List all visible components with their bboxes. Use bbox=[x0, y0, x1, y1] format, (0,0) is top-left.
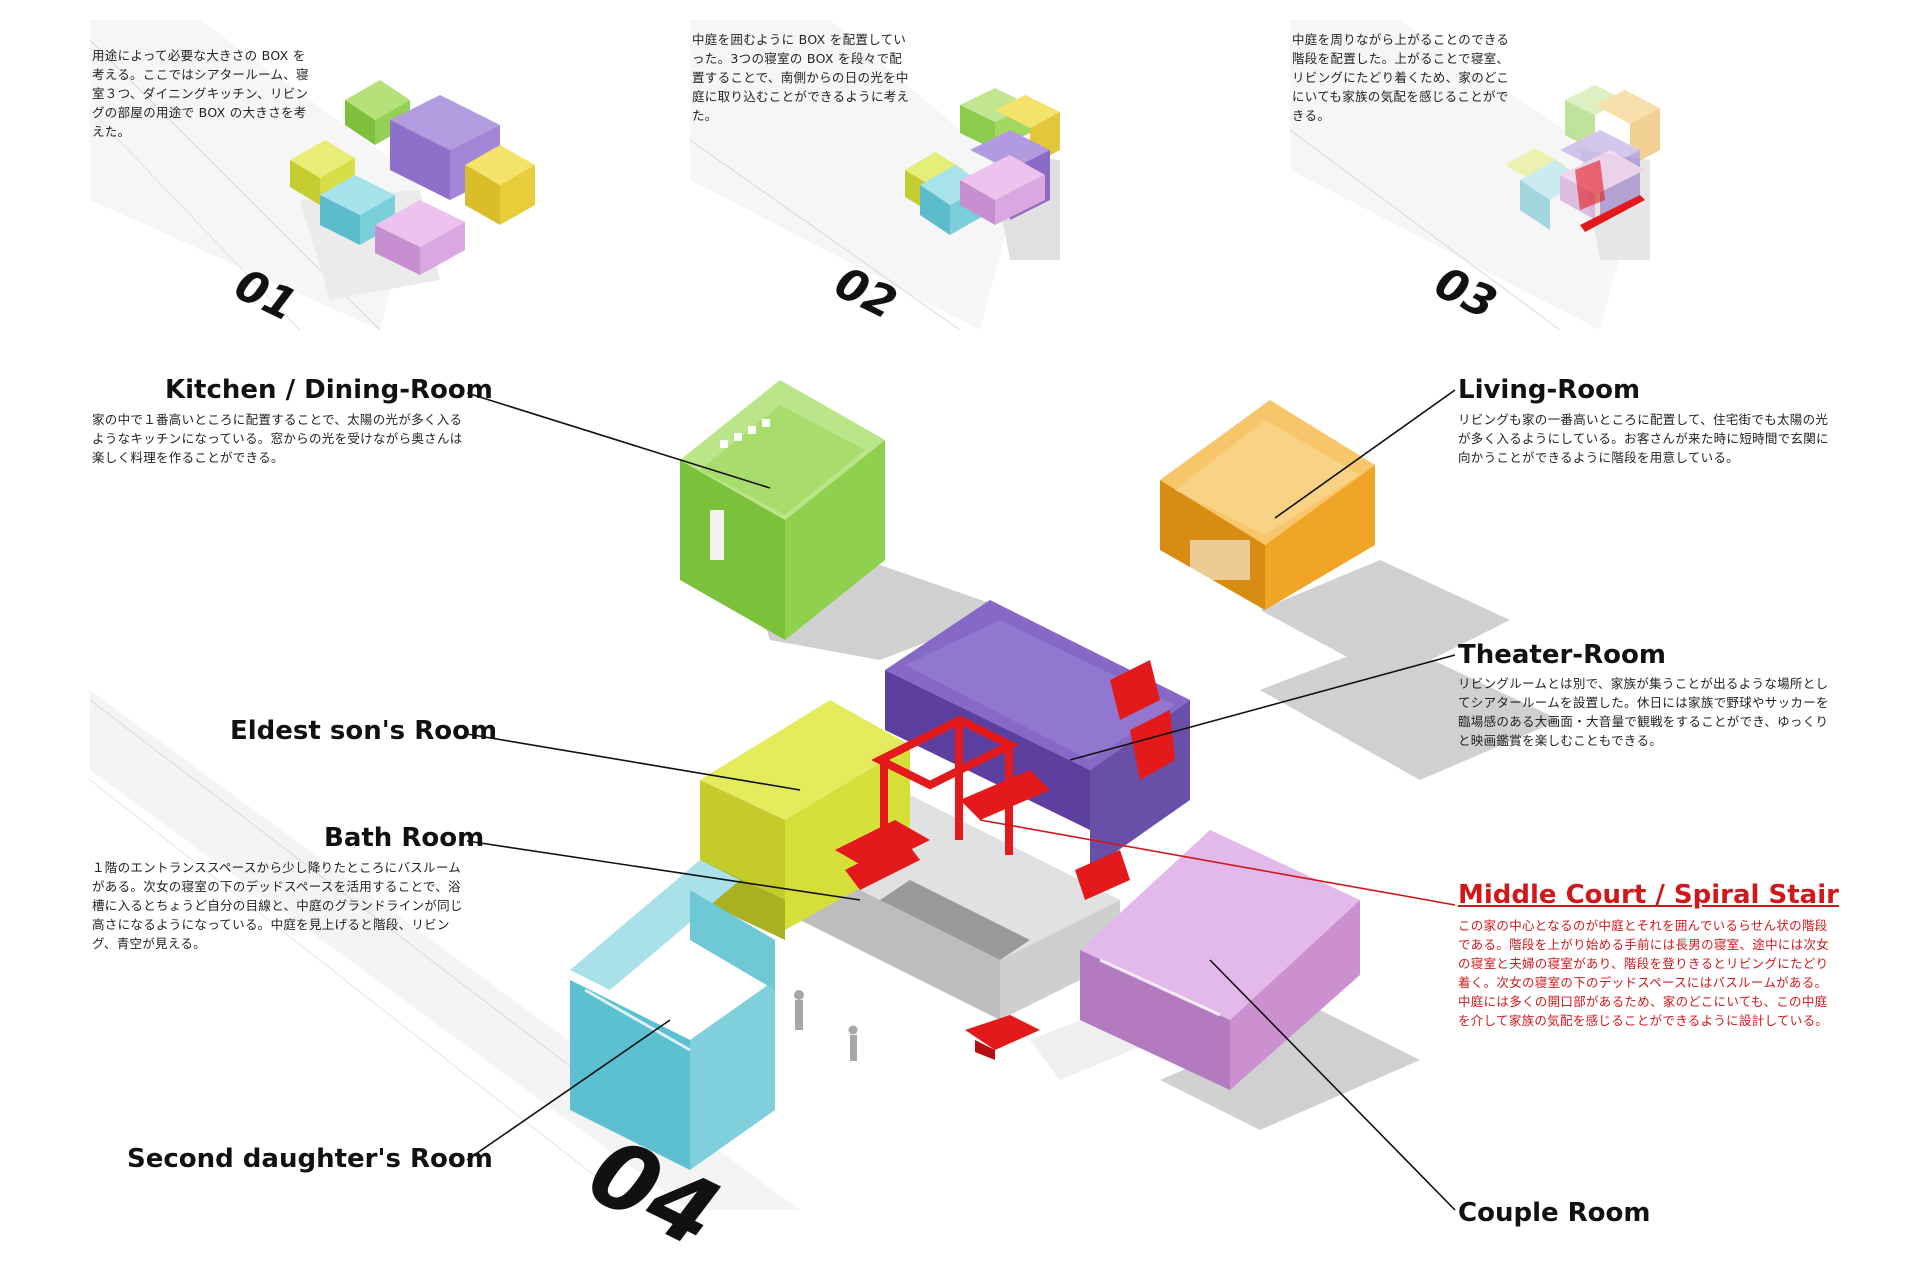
kitchen-dining-box bbox=[680, 380, 885, 640]
spiral-stair bbox=[835, 660, 1175, 1060]
theater-text: リビングルームとは別で、家族が集うことが出るような場所としてシアタールームを設置… bbox=[1458, 676, 1829, 748]
leader-lines bbox=[466, 389, 1456, 1211]
eldest-son-title: Eldest son's Room bbox=[230, 716, 498, 746]
second-daughter-title: Second daughter's Room bbox=[127, 1144, 493, 1174]
bath-title: Bath Room bbox=[324, 823, 485, 853]
living-title: Living-Room bbox=[1458, 375, 1641, 405]
theater-title: Theater-Room bbox=[1458, 640, 1666, 670]
step-01-text: 用途によって必要な大きさの BOX を考える。ここではシアタールーム、寝室３つ、… bbox=[92, 48, 309, 139]
couple-room-box bbox=[1080, 830, 1360, 1090]
step-03-text: 中庭を周りながら上がることのできる階段を配置した。上がることで寝室、リビングにた… bbox=[1292, 32, 1510, 123]
box-stack-02 bbox=[905, 88, 1060, 235]
people-figures bbox=[794, 990, 858, 1061]
middle-court-text: この家の中心となるのが中庭とそれを囲んでいるらせん状の階段である。階段を上がり始… bbox=[1458, 918, 1830, 1028]
box-pink bbox=[375, 200, 465, 275]
bath-text: １階のエントランススペースから少し降りたところにバスルームがある。次女の寝室の下… bbox=[92, 860, 463, 951]
step-02-text: 中庭を囲むように BOX を配置していった。3つの寝室の BOX を段々で配置す… bbox=[692, 32, 910, 123]
middle-court-title: Middle Court / Spiral Stair bbox=[1458, 880, 1839, 910]
box-yellow-right bbox=[465, 145, 535, 225]
box-cyan bbox=[320, 175, 395, 245]
step-panel-03 bbox=[1289, 20, 1660, 331]
kitchen-title: Kitchen / Dining-Room bbox=[165, 375, 493, 405]
living-text: リビングも家の一番高いところに配置して、住宅街でも太陽の光が多く入るようにしてい… bbox=[1458, 412, 1829, 465]
step-panel-01 bbox=[89, 20, 535, 331]
couple-title: Couple Room bbox=[1458, 1198, 1651, 1228]
living-room-box bbox=[1160, 400, 1375, 610]
kitchen-text: 家の中で１番高いところに配置することで、太陽の光が多く入るようなキッチンになって… bbox=[92, 412, 463, 465]
step-panel-02 bbox=[689, 20, 1060, 331]
